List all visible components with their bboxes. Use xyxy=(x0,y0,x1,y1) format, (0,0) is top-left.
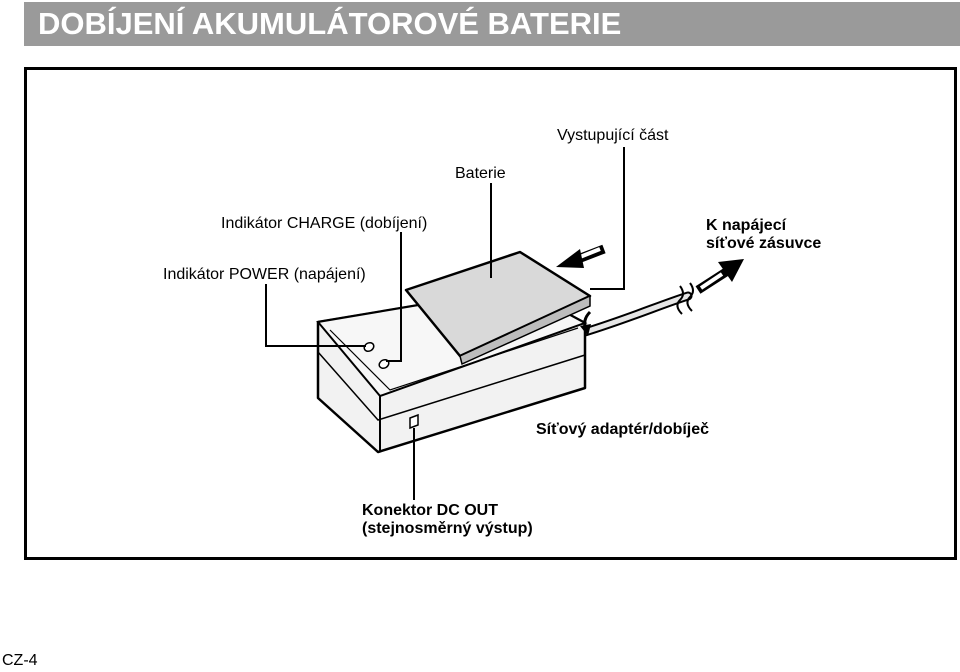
power-indicator-led xyxy=(363,341,375,353)
leader-charge xyxy=(386,232,402,362)
label-battery: Baterie xyxy=(455,165,506,182)
label-power-indicator: Indikátor POWER (napájení) xyxy=(163,266,366,283)
leader-power xyxy=(265,284,366,347)
slide-arrow xyxy=(556,244,606,268)
label-charge-indicator: Indikátor CHARGE (dobíjení) xyxy=(221,215,428,232)
label-dc-out-2: (stejnosměrný výstup) xyxy=(362,520,533,537)
dc-out-socket xyxy=(409,413,419,430)
page-number: CZ-4 xyxy=(2,652,38,669)
battery-pack xyxy=(404,250,592,366)
title-bar: DOBÍJENÍ AKUMULÁTOROVÉ BATERIE xyxy=(24,2,960,46)
label-dc-out-1: Konektor DC OUT xyxy=(362,502,498,519)
page-title: DOBÍJENÍ AKUMULÁTOROVÉ BATERIE xyxy=(38,6,622,41)
label-to-outlet-2: síťové zásuvce xyxy=(706,235,822,252)
cable-break-mark xyxy=(676,285,684,315)
figure-frame xyxy=(24,67,957,560)
label-to-outlet-1: K napájecí xyxy=(706,217,787,234)
label-output-part: Vystupující část xyxy=(557,127,669,144)
leader-output-part xyxy=(590,147,625,290)
label-adapter: Síťový adaptér/dobíječ xyxy=(536,421,710,438)
outlet-arrow xyxy=(695,259,744,294)
